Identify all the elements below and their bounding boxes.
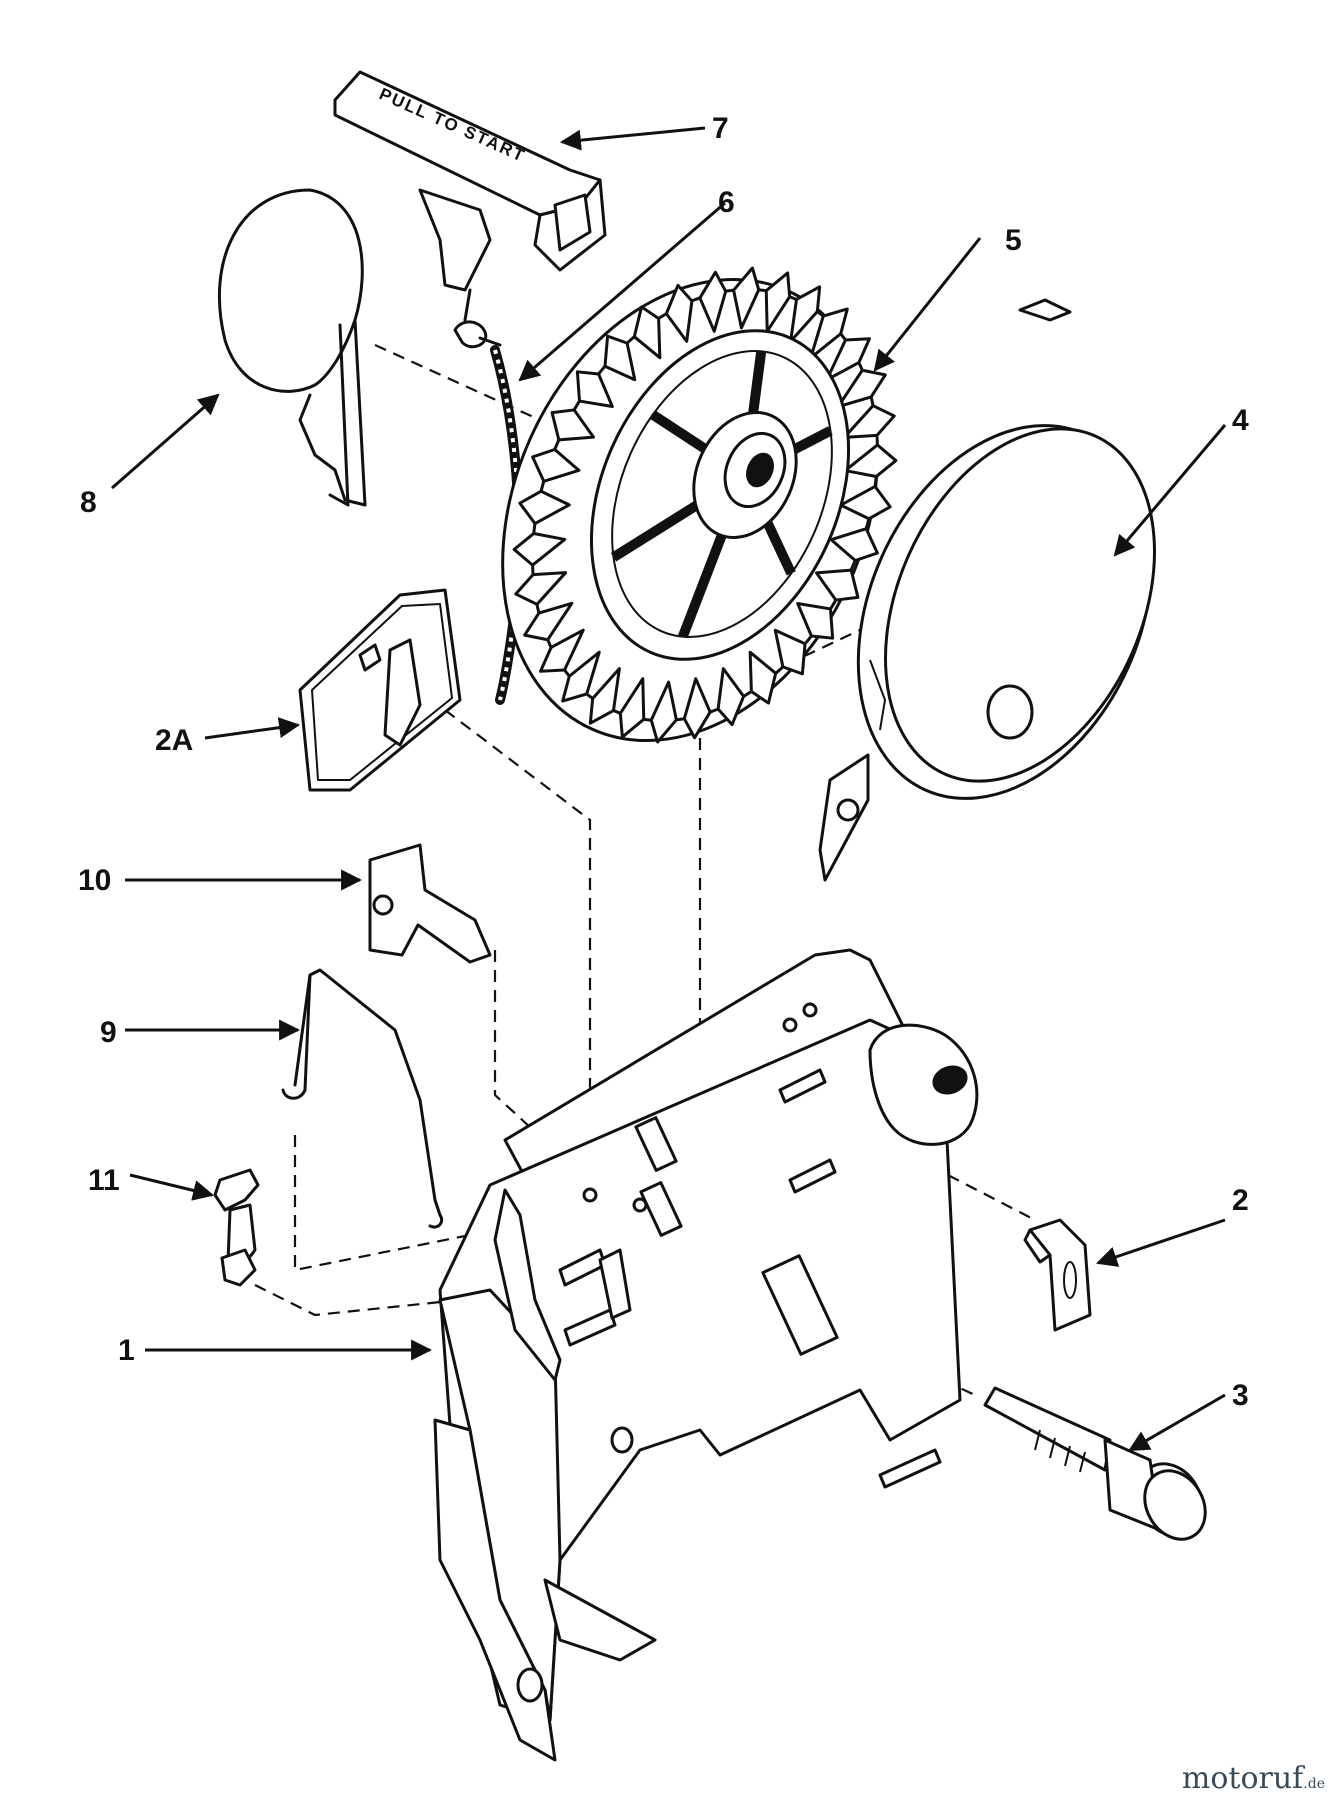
pulley-tooth [575, 370, 614, 409]
callout-leaders [111, 126, 1227, 1452]
leader-11 [129, 1173, 215, 1201]
pulley-tooth [796, 601, 835, 640]
leader-8 [111, 393, 220, 490]
pulley-tooth [825, 337, 871, 382]
pivot-pin-part [983, 1386, 1207, 1541]
callout-2: 2 [1232, 1184, 1249, 1217]
clip-part [213, 1168, 260, 1287]
leader-6 [518, 201, 726, 382]
pulley-tooth [523, 601, 574, 642]
pulley-tooth [748, 650, 778, 705]
watermark-logo: motoruf.de [1182, 1761, 1325, 1796]
leader-3 [1128, 1393, 1226, 1452]
rope-guide-wire-part [217, 188, 367, 507]
callout-4: 4 [1232, 404, 1249, 437]
pulley-tooth [836, 368, 887, 409]
leader-4 [1113, 424, 1227, 557]
mounting-bracket-part [433, 948, 979, 1762]
callout-3: 3 [1232, 1379, 1249, 1412]
leader-2a [204, 717, 301, 740]
pulley-tooth [773, 628, 807, 676]
pulley-tooth [842, 404, 896, 439]
callout-1: 1 [118, 1334, 135, 1367]
pulley-tooth [732, 266, 761, 330]
pulley-tooth [843, 443, 898, 479]
pulley-tooth [512, 531, 567, 567]
pulley-tooth [664, 283, 694, 343]
pulley-tooth [789, 285, 822, 343]
callout-2a: 2A [155, 724, 193, 757]
spring-wire-part [281, 968, 444, 1229]
small-latch-part [1023, 1218, 1092, 1332]
pulley-tooth [603, 334, 637, 382]
leader-7 [559, 126, 706, 151]
watermark-name: motoruf [1181, 1761, 1304, 1796]
pulley-tooth [764, 271, 792, 333]
pulley-tooth [839, 484, 892, 521]
pulley-tooth [698, 270, 728, 333]
callout-7: 7 [712, 112, 729, 145]
callout-6: 6 [718, 186, 735, 219]
pulley-tooth [815, 568, 860, 602]
pulley-tooth [682, 677, 712, 740]
brake-plate-part [298, 588, 462, 792]
pulley-tooth [618, 677, 646, 739]
callout-8: 8 [80, 486, 97, 519]
pulley-tooth [649, 680, 678, 744]
pulley-tooth [550, 408, 595, 442]
callout-5: 5 [1005, 224, 1022, 257]
callout-labels: 7 6 5 4 8 2A 10 9 11 1 2 3 [78, 112, 1249, 1412]
leader-2 [1096, 1218, 1226, 1267]
pulley-tooth [829, 527, 879, 562]
pulley-tooth [539, 628, 585, 673]
starter-pulley-part [501, 266, 898, 744]
latch-key-part [368, 843, 492, 964]
starter-rope-part [453, 288, 524, 705]
pulley-tooth [809, 307, 849, 360]
pulley-tooth [518, 489, 571, 526]
pulley-tooth [716, 667, 746, 727]
starter-handle-part: PULL TO START [333, 70, 607, 292]
cover-plate-part [818, 298, 1156, 882]
pulley-tooth [588, 667, 621, 725]
leader-5 [873, 237, 982, 372]
pulley-tooth [531, 448, 581, 483]
pulley-tooth [561, 650, 601, 703]
callout-10: 10 [78, 864, 111, 897]
callout-11: 11 [88, 1164, 120, 1197]
pulley-tooth [632, 305, 662, 360]
watermark-tld: .de [1303, 1776, 1325, 1792]
pulley-tooth [514, 571, 568, 606]
callout-9: 9 [100, 1016, 117, 1049]
